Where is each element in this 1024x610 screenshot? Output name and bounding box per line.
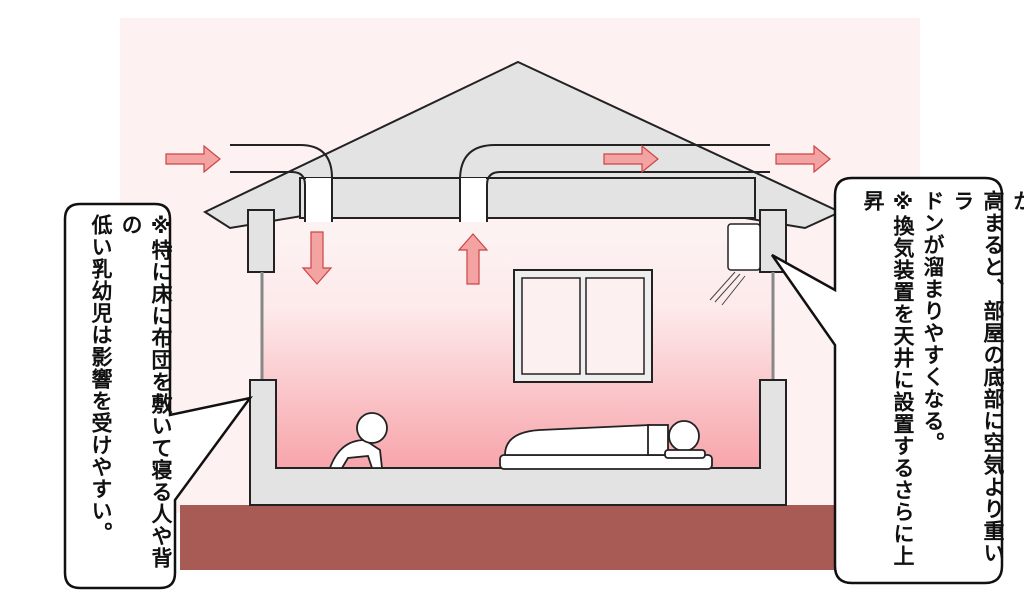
right-note-line: ドンが溜まりやすくなる。 [921,190,945,454]
left-note-line: ※特に床に布団を敷いて寝る人や背の [119,214,173,569]
crawling-baby-icon [328,412,388,469]
right-note-line: ※換気装置を天井に設置するさらに上昇 [861,190,915,567]
arrow-up-icon [457,233,489,285]
right-note-text: ※エアコンの普及により建物の気密性が 高まると、部屋の底部に空気より重いラ ドン… [858,190,1024,575]
exhaust-duct-inner [461,178,486,222]
exhaust-duct [459,144,770,222]
left-note-line: 低い乳幼児は影響を受けやすい。 [89,214,113,544]
intake-duct-inner [306,178,331,222]
arrow-right-icon [775,144,831,174]
ground [180,505,860,570]
right-note-line: ※エアコンの普及により建物の気密性が [1011,190,1024,212]
sleeping-person-icon [499,420,713,470]
attic-ceiling [299,177,756,219]
window [513,269,653,383]
left-note-text: ※特に床に布団を敷いて寝る人や背の 低い乳幼児は影響を受けやすい。 [86,214,176,584]
arrow-down-icon [301,231,333,285]
intake-duct [230,144,333,222]
arrow-right-icon [165,144,221,174]
arrow-right-icon [603,144,659,174]
air-conditioner-icon [709,223,761,306]
left-wall-upper [247,209,275,273]
right-note-line: 高まると、部屋の底部に空気より重いラ [951,190,1005,564]
foundation [249,379,787,506]
left-speech-bubble [63,202,253,590]
right-speech-bubble [770,176,1004,585]
